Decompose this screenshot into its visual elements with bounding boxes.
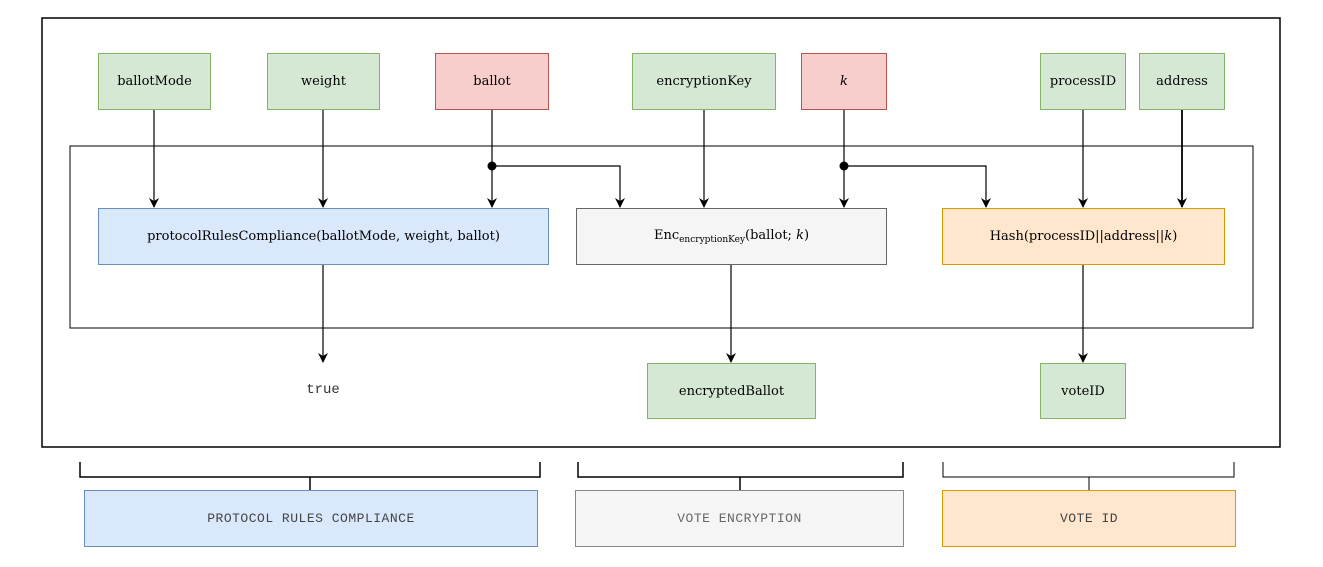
junction-k	[839, 161, 849, 171]
section-vote-id: VOTE ID	[942, 490, 1236, 547]
bracket-encryption	[577, 462, 904, 490]
circuit-frame	[69, 145, 1254, 329]
function-protocol-rules-label: protocolRulesCompliance(ballotMode, weig…	[147, 229, 500, 244]
output-true: true	[283, 376, 363, 404]
section-vote-encryption-label: VOTE ENCRYPTION	[677, 511, 802, 526]
input-processid: processID	[1040, 53, 1126, 110]
output-encryptedballot: encryptedBallot	[647, 363, 816, 419]
output-encryptedballot-label: encryptedBallot	[678, 383, 785, 399]
outer-frame	[41, 17, 1281, 448]
arrow-ballot-to-enc	[492, 165, 625, 208]
function-encryption-label: EncencryptionKey(ballot; k)	[653, 228, 810, 245]
input-ballotmode-label: ballotMode	[117, 74, 192, 89]
bracket-voteid	[942, 462, 1235, 490]
section-protocol-rules: PROTOCOL RULES COMPLIANCE	[84, 490, 538, 547]
section-vote-encryption: VOTE ENCRYPTION	[575, 490, 904, 547]
output-voteid: voteID	[1040, 363, 1126, 419]
input-processid-label: processID	[1049, 74, 1117, 89]
input-encryptionkey-label: encryptionKey	[656, 74, 752, 89]
input-weight: weight	[267, 53, 380, 110]
function-encryption: EncencryptionKey(ballot; k)	[576, 208, 887, 265]
input-ballot-label: ballot	[473, 74, 511, 89]
bracket-protocol	[79, 462, 541, 490]
input-ballot: ballot	[435, 53, 549, 110]
input-address: address	[1139, 53, 1225, 110]
function-protocol-rules: protocolRulesCompliance(ballotMode, weig…	[98, 208, 549, 265]
output-voteid-label: voteID	[1061, 383, 1105, 399]
input-k: k	[801, 53, 887, 110]
input-k-label: k	[840, 74, 848, 89]
junction-ballot	[487, 161, 497, 171]
section-protocol-rules-label: PROTOCOL RULES COMPLIANCE	[207, 511, 415, 526]
function-hash: Hash(processID||address||k)	[942, 208, 1225, 265]
input-weight-label: weight	[301, 74, 346, 89]
input-ballotmode: ballotMode	[98, 53, 211, 110]
input-encryptionkey: encryptionKey	[632, 53, 776, 110]
function-hash-label: Hash(processID||address||k)	[989, 229, 1178, 244]
input-address-label: address	[1156, 74, 1208, 89]
section-vote-id-label: VOTE ID	[1059, 511, 1119, 526]
output-true-label: true	[306, 382, 340, 398]
arrow-k-to-hash	[844, 165, 991, 208]
